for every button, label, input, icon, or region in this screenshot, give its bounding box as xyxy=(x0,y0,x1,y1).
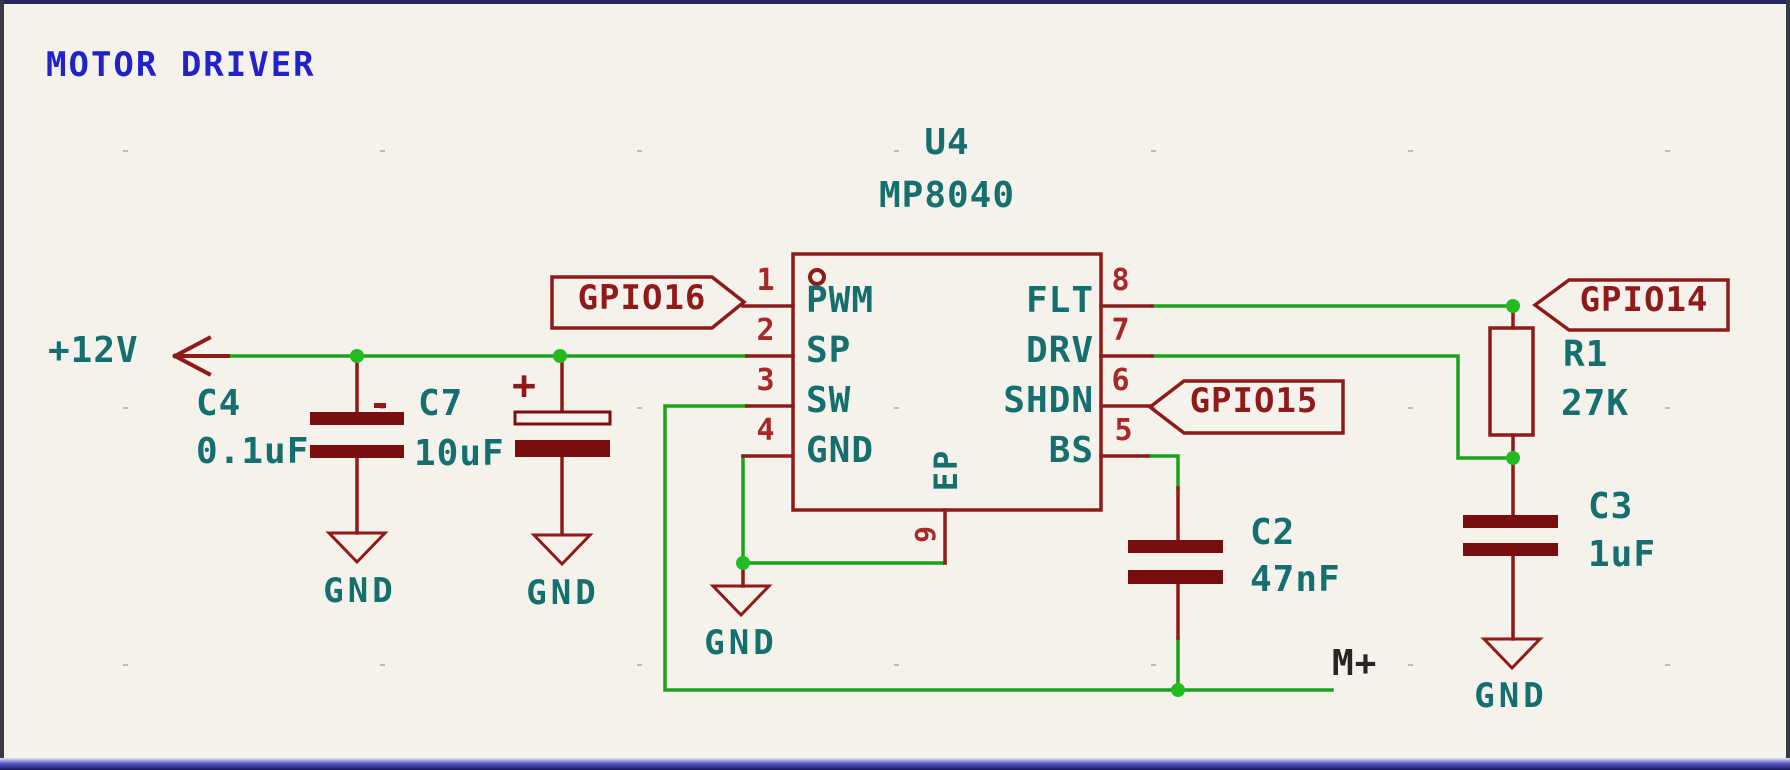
pin-number-6: 6 xyxy=(1111,363,1131,398)
pin-name-gnd: GND xyxy=(806,430,875,471)
c2-plate-bottom[interactable] xyxy=(1128,570,1223,584)
c7-plate-bottom[interactable] xyxy=(515,440,610,457)
pin-name-shdn: SHDN xyxy=(1003,380,1094,421)
net-label-gpio14[interactable]: GPIO14 xyxy=(1579,280,1709,320)
pin-number-8: 8 xyxy=(1111,263,1131,298)
c7-value[interactable]: 10uF xyxy=(414,433,505,474)
window-border-top xyxy=(0,0,1790,4)
sheet-title[interactable]: MOTOR DRIVER xyxy=(46,45,316,85)
net-label-m-plus[interactable]: M+ xyxy=(1332,643,1378,684)
junction-c7 xyxy=(553,349,567,363)
ic-reference[interactable]: U4 xyxy=(924,122,970,163)
label-outline-gpio16[interactable] xyxy=(550,275,747,330)
junction-c4 xyxy=(350,349,364,363)
c4-value[interactable]: 0.1uF xyxy=(196,431,310,472)
pin-number-3: 3 xyxy=(756,363,776,398)
junction-motor-rail xyxy=(1171,683,1185,697)
grid-dots xyxy=(123,150,1670,666)
wire-drv-to-r1[interactable] xyxy=(1150,354,1515,460)
pin-name-sp: SP xyxy=(806,330,852,371)
c3-reference[interactable]: C3 xyxy=(1588,486,1634,527)
gnd-label-c4: GND xyxy=(323,571,397,611)
pin-name-sw: SW xyxy=(806,380,852,421)
pin-name-drv: DRV xyxy=(1025,330,1094,371)
power-arrow[interactable] xyxy=(172,335,230,377)
pin-number-4: 4 xyxy=(756,413,776,448)
gnd-symbol-c3[interactable] xyxy=(1480,637,1544,671)
net-label-gpio15[interactable]: GPIO15 xyxy=(1189,381,1319,421)
pin-name-bs: BS xyxy=(1048,430,1094,471)
junction-r1-bottom xyxy=(1506,451,1520,465)
r1-value[interactable]: 27K xyxy=(1561,383,1630,424)
c7-plate-top[interactable] xyxy=(513,410,612,426)
pin-number-2: 2 xyxy=(756,313,776,348)
wire-sw-to-motor-rail[interactable] xyxy=(663,404,1334,692)
label-outline-gpio15[interactable] xyxy=(1147,379,1345,435)
c4-reference[interactable]: C4 xyxy=(196,383,242,424)
window-border-left xyxy=(0,0,4,770)
polarity-minus-tick xyxy=(374,403,386,408)
pin-name-flt: FLT xyxy=(1025,280,1094,321)
label-outline-gpio14[interactable] xyxy=(1532,278,1730,332)
gnd-label-c7: GND xyxy=(526,573,600,613)
wire-bs-to-c2[interactable] xyxy=(1146,454,1180,490)
pin-name-pwm: PWM xyxy=(806,280,875,321)
r1-reference[interactable]: R1 xyxy=(1563,334,1609,375)
window-border-bottom xyxy=(0,758,1790,770)
c3-plate-bottom[interactable] xyxy=(1463,543,1558,556)
c7-polarity-plus: + xyxy=(512,363,538,409)
pin-number-5: 5 xyxy=(1114,413,1134,448)
junction-r1-top xyxy=(1506,299,1520,313)
ic-body[interactable] xyxy=(791,252,1103,512)
gnd-symbol-c4[interactable] xyxy=(325,531,389,565)
pin-name-ep: EP xyxy=(927,448,965,492)
gnd-symbol-c7[interactable] xyxy=(530,533,594,567)
pin-number-7: 7 xyxy=(1111,313,1131,348)
pin-number-9: 9 xyxy=(909,525,942,543)
gnd-label-c3: GND xyxy=(1474,676,1548,716)
power-net-label[interactable]: +12V xyxy=(48,330,139,371)
c2-value[interactable]: 47nF xyxy=(1250,559,1341,600)
c2-reference[interactable]: C2 xyxy=(1250,512,1296,553)
pin-number-1: 1 xyxy=(756,263,776,298)
r1-body[interactable] xyxy=(1488,326,1535,437)
ic-value[interactable]: MP8040 xyxy=(878,175,1016,216)
c4-plate-bottom[interactable] xyxy=(310,445,404,458)
ic-corner-ring xyxy=(808,268,826,286)
gnd-symbol-mid[interactable] xyxy=(709,584,773,618)
window-border-right xyxy=(1786,0,1790,770)
net-label-gpio16[interactable]: GPIO16 xyxy=(577,278,707,318)
c4-plate-top[interactable] xyxy=(310,412,404,425)
c3-plate-top[interactable] xyxy=(1463,515,1558,528)
gnd-label-mid: GND xyxy=(704,623,778,663)
c3-value[interactable]: 1uF xyxy=(1588,534,1657,575)
c2-plate-top[interactable] xyxy=(1128,540,1223,553)
junction-gnd-ep xyxy=(736,556,750,570)
c7-reference[interactable]: C7 xyxy=(418,383,464,424)
